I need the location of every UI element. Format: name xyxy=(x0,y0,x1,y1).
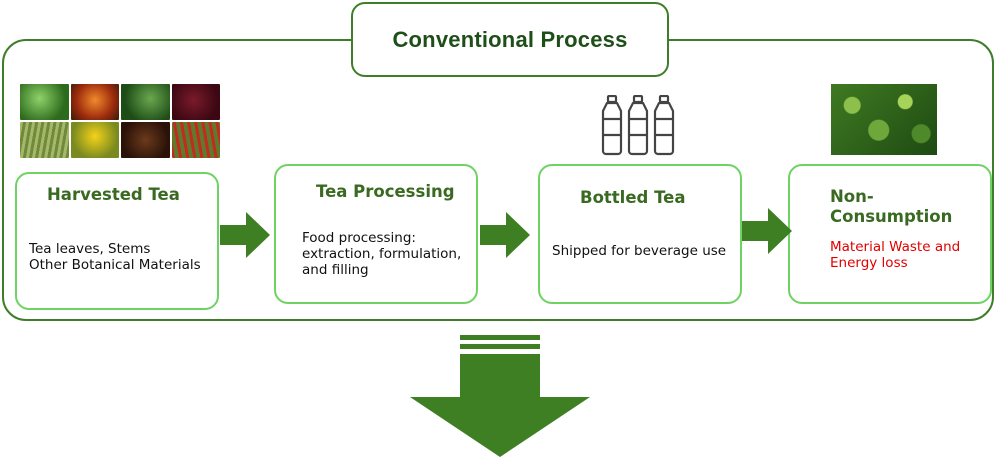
step-line: Shipped for beverage use xyxy=(552,243,727,259)
step-title-line: Non- xyxy=(830,187,874,206)
plant-photo xyxy=(20,84,69,120)
arrow-right-icon xyxy=(220,212,270,258)
plant-photo xyxy=(70,84,119,120)
step-line: Tea leaves, Stems xyxy=(29,241,151,257)
step-box-tea-processing: Tea Processing Food processing: extracti… xyxy=(274,164,478,304)
tea-leaves-photo xyxy=(831,84,937,155)
step-box-bottled-tea: Bottled Tea Shipped for beverage use xyxy=(538,164,742,304)
step-line: extraction, formulation, xyxy=(302,246,462,262)
step-line: Other Botanical Materials xyxy=(29,257,201,273)
step-title: Bottled Tea xyxy=(580,188,686,207)
step-description: Food processing: extraction, formulation… xyxy=(302,230,461,278)
step-title: Tea Processing xyxy=(316,182,455,201)
tea-plants-photo-collage xyxy=(20,84,220,158)
step-line: Food processing: xyxy=(302,230,416,246)
step-title: Harvested Tea xyxy=(47,185,180,204)
plant-photo xyxy=(121,84,170,120)
step-description: Tea leaves, Stems Other Botanical Materi… xyxy=(29,241,201,273)
step-description: Material Waste and Energy loss xyxy=(830,239,960,271)
plant-photo xyxy=(70,122,119,158)
step-box-harvested-tea: Harvested Tea Tea leaves, Stems Other Bo… xyxy=(15,172,219,310)
step-box-non-consumption: Non- Consumption Material Waste and Ener… xyxy=(788,164,992,304)
plant-photo xyxy=(171,122,220,158)
step-line: and filling xyxy=(302,262,369,278)
title-box: Conventional Process xyxy=(351,2,669,77)
step-line: Energy loss xyxy=(830,255,908,271)
plant-photo xyxy=(20,122,69,158)
arrow-right-icon xyxy=(742,208,792,254)
step-title: Non- Consumption xyxy=(830,187,952,227)
plant-photo xyxy=(171,84,220,120)
arrow-right-icon xyxy=(480,212,530,258)
diagram-title: Conventional Process xyxy=(392,26,628,52)
bottles-icon xyxy=(601,95,675,156)
step-title-line: Consumption xyxy=(830,207,953,226)
plant-photo xyxy=(121,122,170,158)
step-description: Shipped for beverage use xyxy=(552,243,726,259)
arrow-down-icon xyxy=(410,335,590,457)
step-line: Material Waste and xyxy=(830,239,961,255)
